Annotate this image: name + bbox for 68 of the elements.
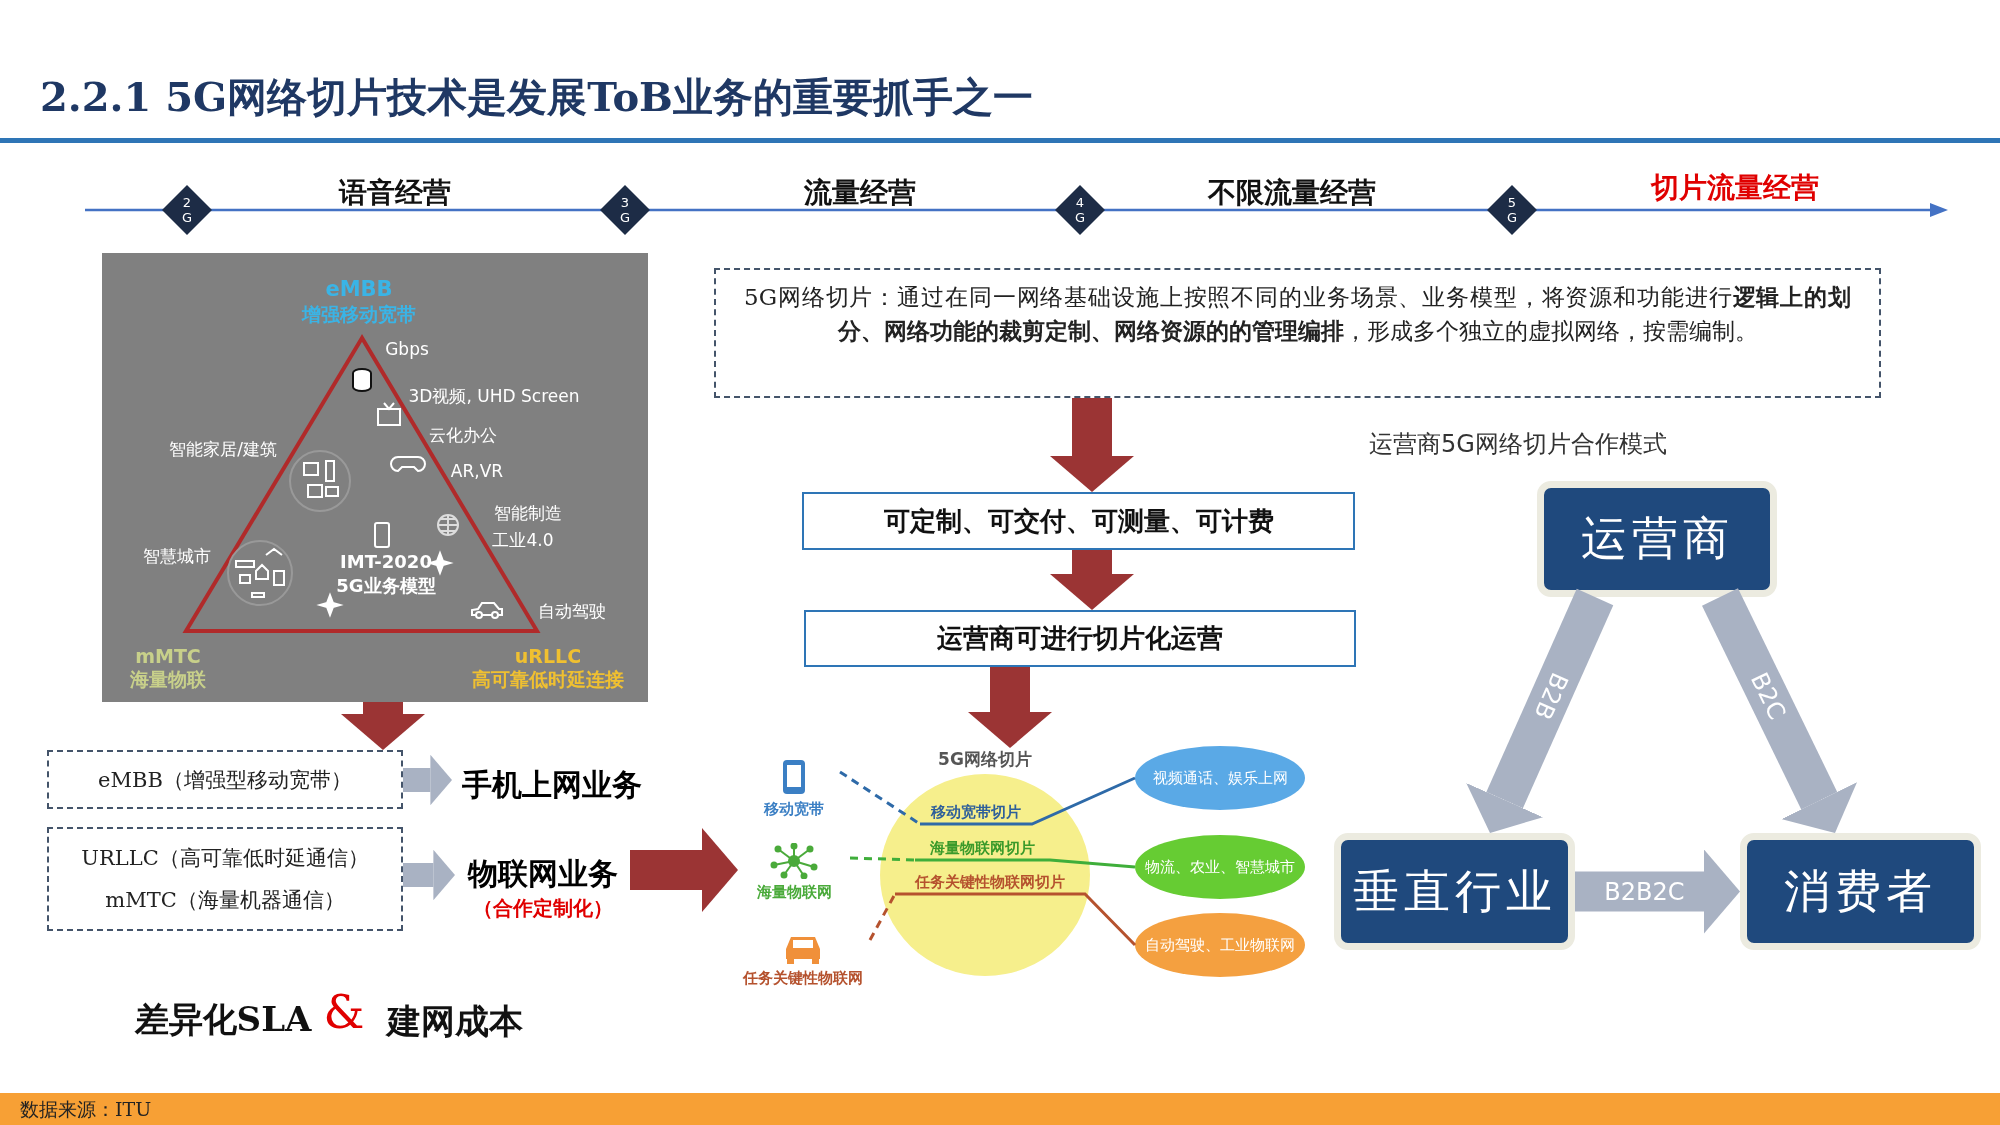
edge-label: B2C [1746,668,1791,724]
block-arrow [403,849,455,901]
role-box: 运营商 [1537,481,1777,597]
service-type-text: mMTC（海量机器通信） [105,887,345,914]
block-arrow [1466,588,1614,833]
block-arrow [1702,588,1857,833]
scenario-ellipse: 视频通话、娱乐上网 [1135,746,1305,810]
edge-label: B2B [1529,668,1573,724]
block-arrow [1050,398,1134,492]
feature-box: 运营商可进行切片化运营 [804,610,1356,667]
panel-text: 智慧城市 [143,544,211,568]
panel-text: 3D视频, UHD Screen [408,384,580,408]
block-arrow [968,667,1052,748]
service-type-text: URLLC（高可靠低时延通信） [81,845,369,872]
slice-label: 任务关键性物联网切片 [895,870,1085,894]
panel-text: eMBB [325,277,393,301]
role-box: 垂直行业 [1334,833,1575,950]
panel-text: IMT-2020 [340,550,432,572]
connector-line [915,858,1136,869]
panel-text: 5G业务模型 [336,574,436,598]
panel-text: 海量物联 [130,667,206,692]
stage-label: 语音经营 [339,175,451,211]
key-phrase: 差异化SLA [134,998,312,1041]
scenario-ellipse: 自动驾驶、工业物联网 [1135,913,1305,977]
panel-text: 自动驾驶 [538,599,606,623]
panel-text: uRLLC [514,645,582,667]
role-box: 消费者 [1740,833,1981,950]
page-title: 2.2.1 5G网络切片技术是发展ToB业务的重要抓手之一 [40,72,1033,122]
panel-text: 工业4.0 [492,528,554,552]
panel-text: mMTC [135,645,201,667]
source-label: 移动宽带 [764,799,824,819]
connector-line [839,770,921,826]
block-arrow [403,754,452,806]
panel-text: 智能家居/建筑 [169,437,277,461]
slice-label: 移动宽带切片 [920,800,1032,824]
service-label: 手机上网业务 [452,760,652,810]
feature-box: 可定制、可交付、可测量、可计费 [802,492,1355,550]
service-type-box: eMBB（增强型移动宽带） [47,750,403,809]
scenario-ellipse: 物流、农业、智慧城市 [1135,835,1305,899]
edge-label: B2B2C [1604,878,1685,905]
source-note: 数据来源：ITU [20,1097,152,1121]
panel-text: 云化办公 [429,423,497,447]
definition-box: 5G网络切片：通过在同一网络基础设施上按照不同的业务场景、业务模型，将资源和功能进行逻辑上的划分、网络功能的裁剪定制、网络资源的的管理编排，形成多个独立的虚拟网络，按需编制。 [714,268,1881,398]
ampersand: & [323,985,365,1039]
key-phrase: 建网成本 [387,1000,523,1043]
stage-label: 切片流量经营 [1651,170,1819,206]
block-arrow [630,828,738,912]
source-label: 海量物联网 [756,883,832,902]
block-arrow [1050,550,1134,610]
panel-text: 高可靠低时延连接 [472,667,624,692]
section-heading: 运营商5G网络切片合作模式 [1369,429,1667,460]
service-note: （合作定制化） [472,895,613,922]
panel-text: 增强移动宽带 [302,302,416,327]
figure-title: 5G网络切片 [937,748,1033,771]
stage-label: 不限流量经营 [1208,175,1376,211]
panel-text: Gbps [385,339,429,359]
connector-line [895,892,1137,947]
panel-text: 智能制造 [494,501,562,525]
connector-line [868,893,897,941]
slice-label: 海量物联网切片 [915,836,1050,860]
connector-line [920,776,1136,826]
block-arrow [341,702,425,750]
panel-text: AR,VR [450,461,504,481]
block-arrow [1575,849,1740,934]
image-panel [102,253,648,702]
service-label: 物联网业务 [467,855,618,893]
source-label: 任务关键性物联网 [742,968,863,988]
stage-label: 流量经营 [804,175,916,211]
